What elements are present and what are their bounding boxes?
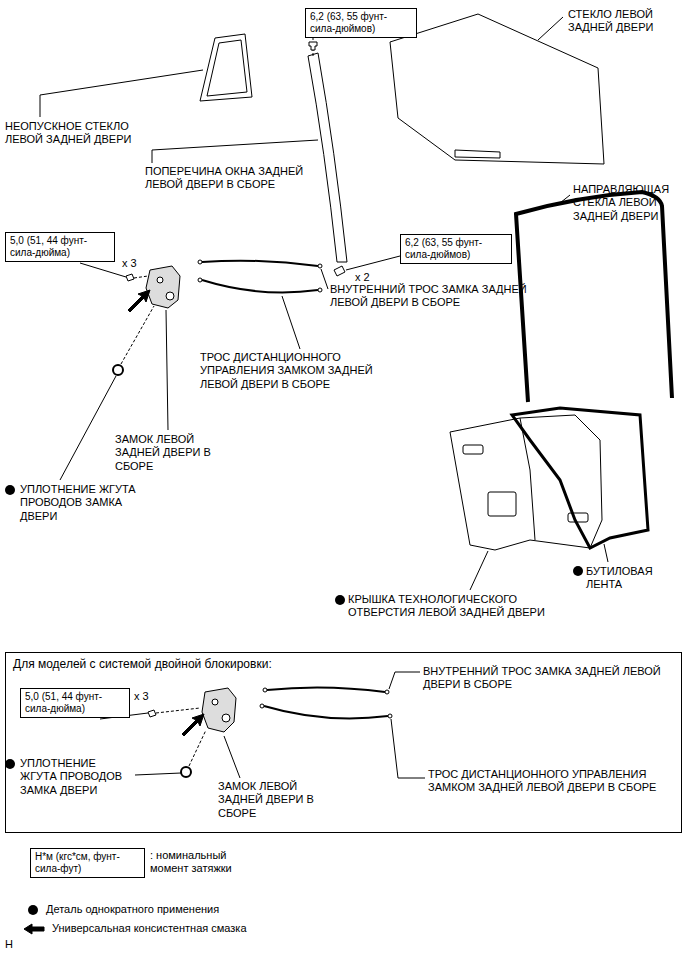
torque-value: Н*м (кгс*см, фунт-сила-фут) xyxy=(35,851,140,875)
seal-axis xyxy=(121,306,154,364)
leader-line xyxy=(389,672,420,689)
cable-end xyxy=(263,688,267,692)
quarter-glass xyxy=(200,34,252,101)
leader-line xyxy=(391,719,425,778)
quarter-glass-inner xyxy=(207,40,247,96)
lock-detail xyxy=(166,292,174,300)
cover-hole xyxy=(463,445,483,454)
leader-line xyxy=(346,256,400,270)
leader-line xyxy=(166,310,168,430)
leader-line xyxy=(560,195,570,203)
page-marker: H xyxy=(5,938,25,951)
part-name: ТРОС ДИСТАНЦИОННОГО УПРАВЛЕНИЯ ЗАМКОМ ЗА… xyxy=(428,768,678,795)
torque-value: 5,0 (51, 44 фунт-сила-дюйма) xyxy=(10,235,110,259)
quantity: x 3 xyxy=(122,257,146,270)
leader-line xyxy=(604,544,608,562)
seal-axis xyxy=(189,730,206,766)
glass-bracket xyxy=(455,150,500,158)
part-name: ВНУТРЕННИЙ ТРОС ЗАМКА ЗАДНЕЙ ЛЕВОЙ ДВЕРИ… xyxy=(423,665,668,692)
part-name: ПОПЕРЕЧИНА ОКНА ЗАДНЕЙ ЛЕВОЙ ДВЕРИ В СБО… xyxy=(145,165,335,192)
remote-cable xyxy=(264,706,388,718)
single-use-dot xyxy=(5,759,15,769)
quantity: x 2 xyxy=(355,271,379,284)
door-glass xyxy=(390,14,604,164)
leader-line xyxy=(40,70,203,117)
glass-run-inner xyxy=(521,197,668,402)
glass-run xyxy=(516,192,672,402)
leader-line xyxy=(152,140,318,163)
butyl-tape xyxy=(512,408,648,548)
torque-legend-box: Н*м (кгс*см, фунт-сила-фут) xyxy=(30,848,145,878)
leader-line xyxy=(538,17,563,40)
cover-hole xyxy=(488,492,516,516)
lock-detail xyxy=(222,714,230,722)
cable-end xyxy=(198,260,202,264)
torque-box: 6,2 (63, 55 фунт-сила-дюймов) xyxy=(400,234,512,264)
legend-text: : номинальный момент затяжки xyxy=(150,849,260,876)
cable-end xyxy=(260,704,264,708)
lock-detail xyxy=(157,277,163,283)
cover-hole xyxy=(568,513,588,522)
leader-line xyxy=(313,38,314,40)
grease-arrow xyxy=(128,290,150,312)
bolt-axis xyxy=(134,276,148,278)
grease-arrow xyxy=(24,924,44,934)
torque-box: 5,0 (51, 44 фунт-сила-дюйма) xyxy=(20,688,130,718)
part-name: УПЛОТНЕНИЕ ЖГУТА ПРОВОДОВ ЗАМКА ДВЕРИ xyxy=(20,483,140,523)
seal-ring xyxy=(113,365,123,375)
door-lock xyxy=(202,688,236,732)
leader-line xyxy=(282,296,300,349)
variant-panel: Для моделей с системой двойной блокировк… xyxy=(5,652,682,833)
door-lock xyxy=(146,266,180,308)
cable-end xyxy=(385,690,389,694)
single-use-dot xyxy=(573,566,583,576)
legend-text: Универсальная консистентная смазка xyxy=(52,922,312,935)
part-name: КРЫШКА ТЕХНОЛОГИЧЕСКОГО ОТВЕРСТИЯ ЛЕВОЙ … xyxy=(348,593,558,620)
cable-end xyxy=(318,264,322,268)
leader-line xyxy=(135,773,181,775)
bolt-axis xyxy=(156,708,200,713)
single-use-dot xyxy=(5,485,15,495)
part-name: НЕОПУСКНОЕ СТЕКЛО ЛЕВОЙ ЗАДНЕЙ ДВЕРИ xyxy=(5,120,145,147)
inner-cable xyxy=(202,261,318,266)
part-name: ЗАМОК ЛЕВОЙ ЗАДНЕЙ ДВЕРИ В СБОРЕ xyxy=(218,780,343,820)
torque-value: 6,2 (63, 55 фунт-сила-дюймов) xyxy=(310,11,412,35)
grease-arrow xyxy=(182,714,204,736)
leader-line xyxy=(80,263,126,277)
remote-cable xyxy=(202,280,318,292)
division-bar xyxy=(308,53,347,262)
single-use-dot xyxy=(28,905,38,915)
bolt xyxy=(334,266,345,276)
bolt xyxy=(148,710,156,717)
legend-text: Деталь однократного применения xyxy=(46,903,306,916)
lock-detail xyxy=(212,699,218,705)
torque-value: 6,2 (63, 55 фунт-сила-дюймов) xyxy=(405,237,507,261)
single-use-dot xyxy=(335,595,345,605)
seal-ring xyxy=(181,767,191,777)
leader-line xyxy=(224,736,240,778)
part-name: УПЛОТНЕНИЕ ЖГУТА ПРОВОДОВ ЗАМКА ДВЕРИ xyxy=(20,757,135,797)
part-name: ЗАМОК ЛЕВОЙ ЗАДНЕЙ ДВЕРИ В СБОРЕ xyxy=(115,433,235,473)
leader-line xyxy=(470,551,488,590)
cable-end xyxy=(198,278,202,282)
torque-box: 5,0 (51, 44 фунт-сила-дюйма) xyxy=(5,232,115,262)
quantity: x 3 xyxy=(134,690,158,703)
bolt xyxy=(126,274,134,281)
cable-end xyxy=(318,288,322,292)
leader-line xyxy=(60,376,116,480)
torque-value: 5,0 (51, 44 фунт-сила-дюйма) xyxy=(25,691,125,715)
cable-end xyxy=(388,714,392,718)
torque-box: 6,2 (63, 55 фунт-сила-дюймов) xyxy=(305,8,417,38)
part-name: СТЕКЛО ЛЕВОЙ ЗАДНЕЙ ДВЕРИ xyxy=(568,8,673,35)
leader-line xyxy=(321,269,328,289)
bolt xyxy=(309,42,317,50)
inner-cable xyxy=(267,687,385,692)
part-name: БУТИЛОВАЯ ЛЕНТА xyxy=(586,565,681,592)
part-name: ТРОС ДИСТАНЦИОННОГО УПРАВЛЕНИЯ ЗАМКОМ ЗА… xyxy=(200,351,405,391)
part-name: НАПРАВЛЯЮЩАЯ СТЕКЛА ЛЕВОЙ ЗАДНЕЙ ДВЕРИ xyxy=(573,183,681,223)
part-name: ВНУТРЕННИЙ ТРОС ЗАМКА ЗАДНЕЙ ЛЕВОЙ ДВЕРИ… xyxy=(330,283,530,310)
